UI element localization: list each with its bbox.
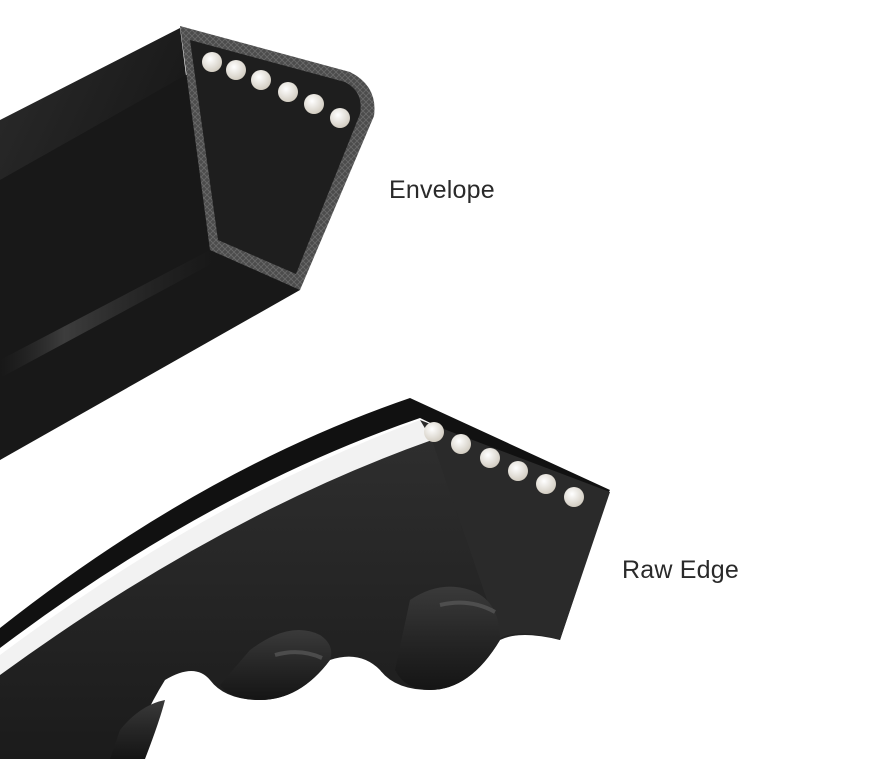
raw-edge-top-band bbox=[0, 398, 610, 648]
envelope-belt bbox=[0, 26, 375, 460]
raw-edge-cords bbox=[424, 422, 584, 507]
raw-edge-cogs bbox=[110, 586, 500, 759]
raw-edge-label: Raw Edge bbox=[622, 556, 739, 584]
envelope-belt-sheen bbox=[0, 250, 215, 378]
raw-edge-cross-section bbox=[420, 420, 610, 640]
raw-edge-belt bbox=[0, 398, 610, 759]
envelope-label: Envelope bbox=[389, 176, 495, 204]
envelope-cords bbox=[202, 52, 350, 128]
raw-edge-white-layer bbox=[0, 420, 432, 675]
